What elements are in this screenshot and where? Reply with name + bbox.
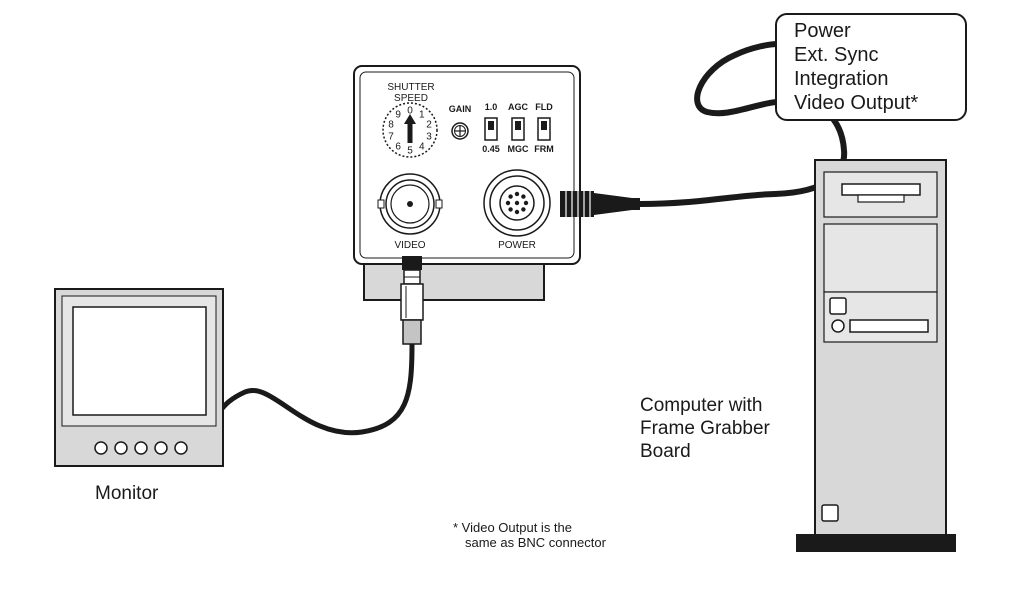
pin	[508, 207, 513, 212]
computer-label-line: Computer with	[640, 395, 763, 416]
tower-disk-icon	[831, 319, 845, 333]
dip-switch-lever	[488, 121, 494, 130]
monitor-screen	[72, 306, 207, 416]
tower-base	[796, 534, 956, 552]
footnote-line: same as BNC connector	[465, 535, 606, 550]
tower-case	[814, 159, 947, 537]
pin	[521, 194, 526, 199]
drive-bay-top	[841, 183, 921, 196]
callout-line-integration: Integration	[794, 68, 889, 90]
computer-tower	[796, 159, 956, 552]
video-label: VIDEO	[394, 240, 425, 251]
monitor-button[interactable]	[174, 441, 188, 455]
dial-number: 4	[419, 142, 425, 153]
monitor-button[interactable]	[114, 441, 128, 455]
footnote: * Video Output is the same as BNC connec…	[453, 520, 606, 550]
pin	[514, 200, 520, 206]
drive-slot	[849, 319, 929, 333]
dial-number: 5	[407, 146, 413, 157]
bnc-plug	[400, 256, 424, 345]
computer-label-line: Frame Grabber	[640, 418, 770, 439]
footnote-line: * Video Output is the	[453, 520, 573, 535]
dial-number: 2	[426, 119, 432, 130]
dial-number: 0	[407, 106, 413, 117]
monitor-button[interactable]	[94, 441, 108, 455]
computer-label-line: Board	[640, 441, 691, 462]
power-label: POWER	[498, 240, 536, 251]
video-bnc-connector[interactable]	[377, 173, 443, 235]
monitor-button[interactable]	[134, 441, 148, 455]
pin	[521, 207, 526, 212]
gain-trimmer[interactable]	[451, 122, 469, 140]
switch-bottom-label: MGC	[508, 144, 529, 154]
dial-number: 6	[395, 142, 401, 153]
switch-top-label: FLD	[535, 102, 553, 112]
switch-top-label: 1.0	[485, 102, 498, 112]
monitor-buttons	[94, 441, 188, 455]
dip-switches: 1.0 0.45 AGC MGC FLD FRM	[482, 102, 554, 154]
switch-bottom-label: 0.45	[482, 144, 500, 154]
callout-line-power: Power	[794, 20, 851, 42]
monitor-button[interactable]	[154, 441, 168, 455]
dial-number: 9	[395, 109, 401, 120]
shutter-label-line1: SHUTTER	[387, 82, 434, 93]
callout-line-ext-sync: Ext. Sync	[794, 44, 878, 66]
callout-line-video-output: Video Output*	[794, 92, 918, 114]
signal-callout: Power Ext. Sync Integration Video Output…	[775, 13, 967, 121]
tower-button-upper[interactable]	[829, 297, 847, 315]
gain-label: GAIN	[449, 104, 472, 114]
dial-number: 8	[388, 119, 394, 130]
power-connector[interactable]	[483, 169, 551, 237]
dial-number: 1	[419, 109, 425, 120]
computer-label: Computer with Frame Grabber Board	[640, 394, 770, 463]
pin	[514, 209, 520, 215]
pin	[505, 200, 511, 206]
dial-arrow-icon	[404, 114, 416, 143]
dip-switch-lever	[541, 121, 547, 130]
monitor-label: Monitor	[95, 483, 159, 504]
power-plug	[560, 191, 640, 217]
video-cable	[215, 341, 415, 436]
pin	[523, 200, 529, 206]
camera-rear-panel	[353, 65, 581, 265]
dial-number: 3	[426, 132, 432, 143]
switch-top-label: AGC	[508, 102, 529, 112]
pin	[514, 191, 520, 197]
switch-bottom-label: FRM	[534, 144, 554, 154]
power-button[interactable]	[821, 504, 839, 522]
dial-number: 7	[388, 132, 394, 143]
monitor	[54, 288, 224, 467]
power-pins	[505, 191, 529, 215]
pin	[508, 194, 513, 199]
dip-switch-lever	[515, 121, 521, 130]
shutter-label-line2: SPEED	[394, 93, 428, 104]
